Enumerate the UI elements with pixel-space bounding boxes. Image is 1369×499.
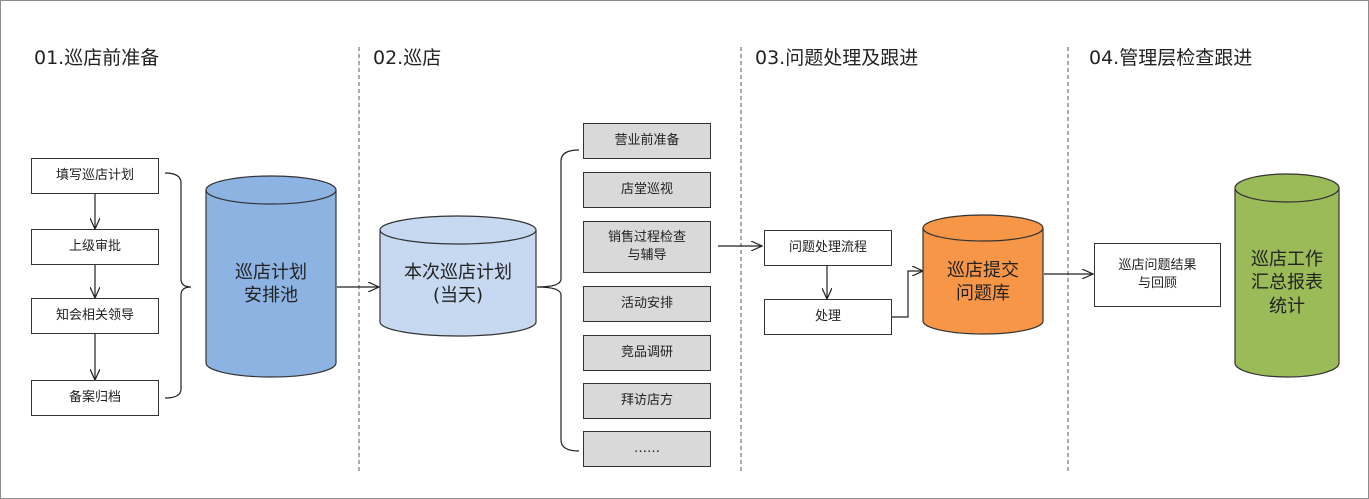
sales-check-line2: 与辅导: [627, 248, 667, 263]
result-review-box: 巡店问题结果与回顾: [1094, 243, 1221, 307]
cylinder-report: [1234, 173, 1340, 378]
arrow-handle-to-lib: [892, 271, 923, 318]
visit-brace: [536, 149, 580, 452]
report-label: 巡店工作汇总报表统计: [1235, 202, 1339, 364]
issue-library-label: 巡店提交问题库: [923, 241, 1043, 323]
today-plan-line2: (当天): [432, 285, 484, 306]
result-line2: 与回顾: [1137, 276, 1177, 291]
today-plan-line1: 本次巡店计划: [404, 261, 512, 283]
sales-check-line1: 销售过程检查: [607, 230, 686, 246]
visit-item-pre-open: 营业前准备: [583, 123, 711, 159]
issue-handle: 处理: [764, 299, 892, 335]
step-approval: 上级审批: [31, 229, 159, 265]
plan-pool-line2: 安排池: [244, 285, 298, 306]
visit-item-floor-patrol: 店堂巡视: [583, 172, 711, 208]
prep-brace: [164, 172, 192, 399]
phase-title-prep: 01.巡店前准备: [34, 47, 160, 69]
issue-lib-line2: 问题库: [956, 283, 1010, 304]
cylinder-today-plan: [379, 215, 537, 337]
step-fill-plan: 填写巡店计划: [31, 158, 159, 194]
visit-item-store-visit: 拜访店方: [583, 383, 711, 419]
plan-pool-label: 巡店计划安排池: [206, 204, 336, 364]
report-line1: 巡店工作: [1251, 248, 1323, 270]
cylinder-issue-library: [922, 214, 1044, 335]
step-archive: 备案归档: [31, 380, 159, 416]
phase-title-visit: 02.巡店: [373, 47, 442, 69]
visit-item-activities: 活动安排: [583, 286, 711, 322]
visit-item-sales-check: 销售过程检查与辅导: [583, 221, 711, 273]
visit-item-more: ……: [583, 431, 711, 467]
phase-title-issue: 03.问题处理及跟进: [755, 47, 919, 69]
today-plan-label: 本次巡店计划(当天): [380, 244, 536, 324]
report-line2: 汇总报表: [1251, 272, 1323, 294]
phase-title-management: 04.管理层检查跟进: [1089, 47, 1253, 69]
result-line1: 巡店问题结果: [1118, 258, 1197, 274]
plan-pool-line1: 巡店计划: [235, 261, 307, 283]
cylinder-plan-pool: [205, 175, 337, 378]
issue-lib-line1: 巡店提交: [947, 259, 1019, 281]
report-line3: 统计: [1269, 295, 1305, 317]
step-notify-leaders: 知会相关领导: [31, 298, 159, 334]
issue-process-flow: 问题处理流程: [764, 230, 892, 266]
visit-item-competitor-research: 竞品调研: [583, 335, 711, 371]
